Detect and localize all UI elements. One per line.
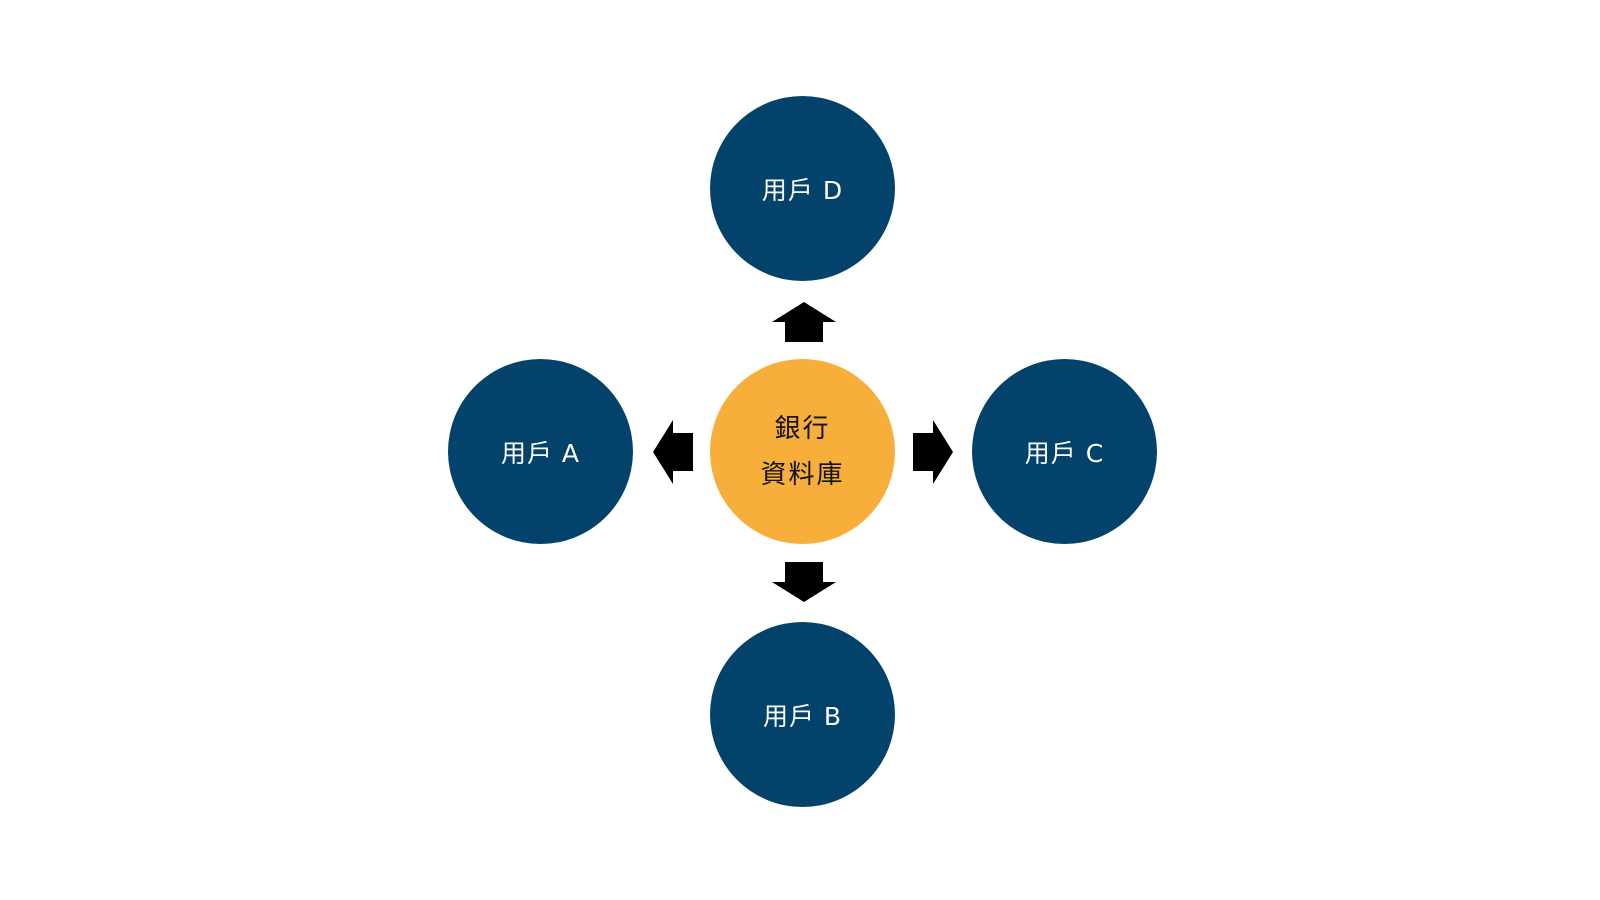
- client-c-node: 用戶 C: [972, 359, 1157, 544]
- hub-label-line2: 資料庫: [760, 459, 845, 490]
- bank-database-node: 銀行 資料庫: [710, 359, 895, 544]
- client-a-node: 用戶 A: [448, 359, 633, 544]
- hub-label-line1: 銀行: [774, 413, 831, 444]
- arrow-right-icon: [913, 420, 953, 484]
- arrow-left-icon: [653, 420, 693, 484]
- client-b-label: 用戶 B: [762, 701, 843, 731]
- client-a-label: 用戶 A: [500, 438, 581, 468]
- client-b-node: 用戶 B: [710, 622, 895, 807]
- arrow-up-icon: [772, 302, 836, 342]
- arrow-down-icon: [772, 562, 836, 602]
- client-d-label: 用戶 D: [761, 175, 844, 205]
- client-d-node: 用戶 D: [710, 96, 895, 281]
- client-c-label: 用戶 C: [1024, 438, 1105, 468]
